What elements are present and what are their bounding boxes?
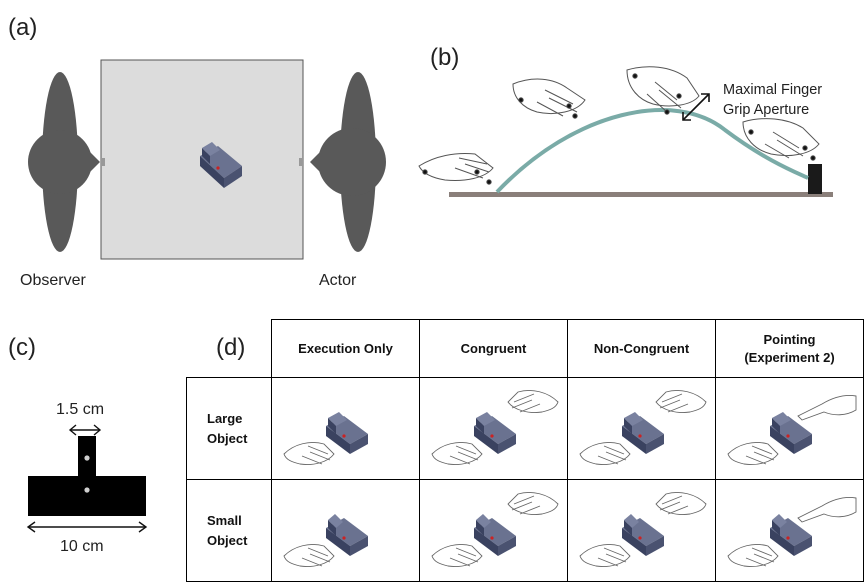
observer-hand-icon [507,390,559,413]
actor-hand-icon [431,544,483,567]
row-header-line1: Small [207,512,242,528]
pointing-hand-icon [797,395,857,421]
condition-scene [579,492,707,567]
ground-line [449,192,833,197]
observer-label: Observer [20,272,86,289]
panel-c-diagram [26,424,148,533]
table-cell [715,377,864,480]
condition-scene [431,390,559,465]
trajectory-curve [495,108,809,194]
condition-scene [727,395,857,465]
column-header-line1: Pointing [763,331,816,347]
actor-hand-icon [283,442,335,465]
table-cell [567,479,716,582]
column-header-line1: Execution Only [298,340,393,356]
column-header: Congruent [419,319,568,378]
pointing-hand-icon [797,497,857,523]
hand-end-icon [742,118,820,161]
column-header-line2: (Experiment 2) [744,349,835,365]
base-width-arrow-icon [26,521,148,533]
condition-scene [283,514,368,567]
table-corner [186,319,272,378]
condition-scene [431,492,559,567]
column-header-line1: Congruent [460,340,527,356]
condition-scene [579,390,707,465]
object-icon [326,412,368,454]
object-icon [326,514,368,556]
table-marker-left [101,158,105,166]
panel-b-label: (b) [430,44,460,71]
aperture-annotation-line2: Grip Aperture [723,102,810,118]
aperture-annotation-line1: Maximal Finger [723,82,823,98]
actor-hand-icon [283,544,335,567]
object-icon [622,514,664,556]
aperture-annotation: Maximal Finger Grip Aperture [723,80,822,120]
column-header: Pointing (Experiment 2) [715,319,864,378]
panel-b-scene [418,66,833,197]
object-icon [474,514,516,556]
object-icon [200,142,242,188]
aperture-arrow-icon [682,93,710,121]
actor-hand-icon [727,442,779,465]
row-header: Large Object [186,377,272,480]
condition-table: Execution Only Congruent Non-Congruent P… [186,319,864,582]
panel-a-label: (a) [8,14,38,41]
actor-hand-icon [727,544,779,567]
observer-hand-icon [655,390,707,413]
top-width-label: 1.5 cm [56,401,105,418]
condition-scene [727,497,857,567]
actor-figure-icon [310,72,386,252]
observer-figure-icon [28,72,100,252]
object-icon [770,514,812,556]
table-row: Large Object [186,377,864,480]
table-cell [419,377,568,480]
base-width-label: 10 cm [60,538,104,555]
object-icon [622,412,664,454]
table-cell [567,377,716,480]
actor-hand-icon [579,544,631,567]
table-cell [271,377,420,480]
actor-label: Actor [319,272,357,289]
column-header: Non-Congruent [567,319,716,378]
observer-hand-icon [655,492,707,515]
actor-hand-icon [579,442,631,465]
row-header-line2: Object [207,430,248,446]
panel-a-scene [28,59,386,260]
top-width-arrow-icon [68,424,102,436]
object-icon [474,412,516,454]
hand-mid-icon [512,78,586,119]
table-row: Small Object [186,479,864,582]
table-header-row: Execution Only Congruent Non-Congruent P… [186,319,864,378]
actor-hand-icon [431,442,483,465]
condition-scene [283,412,368,465]
object-icon [770,412,812,454]
observer-hand-icon [507,492,559,515]
column-header: Execution Only [271,319,420,378]
row-header: Small Object [186,479,272,582]
panel-c-label: (c) [8,334,36,361]
table-cell [715,479,864,582]
target-object [808,164,822,194]
table-cell [419,479,568,582]
row-header-line1: Large [207,410,243,426]
table-marker-right [299,158,303,166]
hand-start-icon [418,153,494,185]
column-header-line1: Non-Congruent [593,340,690,356]
object-base [28,476,146,516]
row-header-line2: Object [207,532,248,548]
table-cell [271,479,420,582]
hand-peak-icon [626,66,700,115]
